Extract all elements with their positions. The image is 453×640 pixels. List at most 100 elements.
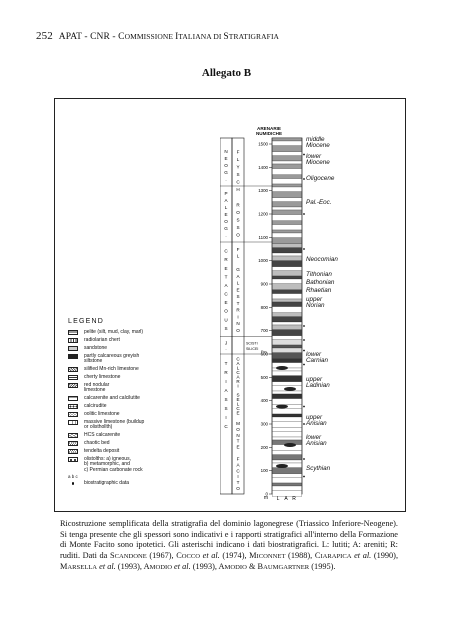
lithology-bed: [272, 421, 302, 428]
lithology-bed: [272, 229, 302, 234]
running-head: 252 APAT - CNR - COMMISSIONE ITALIANA DI…: [36, 30, 279, 42]
ref-miconnet: MICONNET (1988),: [249, 550, 315, 560]
formation-letter: F: [237, 456, 240, 461]
legend-label: cherty limestone: [84, 373, 121, 380]
figure-caption: Ricostruzione semplificata della stratig…: [60, 519, 398, 574]
legend-item: calcirudite: [68, 404, 218, 410]
lithology-bed: [272, 260, 302, 267]
lithology-bed: [272, 186, 302, 192]
formation-letter: A: [236, 274, 240, 279]
formation-tag: Fm: [261, 350, 266, 354]
lithology-bed: [272, 283, 302, 290]
legend-label: tendelta deposit: [84, 448, 120, 455]
grain-size-label: A: [284, 496, 288, 502]
era-letter: E: [224, 266, 227, 271]
biostrat-dot: [303, 458, 305, 460]
depth-tick-label: 500: [261, 375, 269, 380]
lithology-bed: [272, 347, 302, 353]
lithology-bed: [272, 485, 302, 491]
formation-letter: N: [236, 321, 239, 326]
legend-olisto-abc: a b c: [68, 473, 78, 479]
column-header-line-1: ARENARIE: [257, 126, 281, 131]
legend-item: red nodular limestone: [68, 382, 218, 394]
lithology-bed: [272, 450, 302, 455]
legend-item: calcarenite and calcilutite: [68, 396, 218, 402]
age-label: Tithonian: [306, 271, 332, 278]
lithology-bed: [272, 324, 302, 330]
legend-item: olistolths: a) igneous, b) metamorphic, …: [68, 456, 218, 474]
lithology-bed: [272, 427, 302, 432]
formation-letter: T: [237, 301, 240, 306]
era-letter: E: [224, 300, 227, 305]
ref-cocco: COCCO et al. (1974),: [176, 550, 250, 560]
formation-letter: A: [236, 462, 240, 467]
era-letter: R: [224, 370, 228, 375]
lithology-bed: [272, 289, 302, 294]
chert-lens: [276, 404, 288, 409]
ref-scandone: SCANDONE (1967),: [109, 550, 177, 560]
lithology-bed: [272, 339, 302, 346]
formation-letter: C: [236, 180, 240, 185]
formation-letter: S: [236, 393, 239, 398]
lithology-bed: [272, 275, 302, 280]
lithology-bed: [272, 145, 302, 152]
page-number: 252: [36, 30, 53, 42]
legend-swatch-ool: [68, 412, 78, 418]
era-letter: S: [224, 397, 227, 402]
era-letter: T: [225, 361, 228, 366]
chert-lens: [284, 443, 296, 447]
lithology-bed: [272, 270, 302, 277]
era-letter: O: [224, 163, 228, 168]
era-letter: O: [224, 309, 228, 314]
lithology-bed: [272, 454, 302, 461]
biostrat-dot: [303, 423, 305, 425]
formation-letter: I: [237, 474, 238, 479]
formation-letter: L: [237, 254, 240, 259]
ref-amodio-baumgartner: AMODIO & BAUMGARTNER (1995).: [218, 562, 336, 572]
era-letter: .: [225, 233, 226, 238]
depth-tick-label: 700: [261, 328, 269, 333]
formation-letter: I: [237, 384, 238, 389]
lithology-bed: [272, 137, 302, 142]
age-label: Neocomian: [306, 256, 338, 263]
legend-swatch-rud: [68, 404, 78, 410]
commission-rest-3: TRATIGRAFIA: [228, 32, 280, 41]
legend-label: HCS calcarenite: [84, 432, 121, 439]
formation-letter: R: [236, 202, 240, 207]
era-letter: .: [225, 177, 226, 182]
legend-label: massive limestone (buildup or olisthollt…: [84, 418, 145, 431]
legend-label: pelite (silt, mud, clay, marl): [84, 329, 144, 335]
legend-label: biostratigraphic data: [84, 479, 130, 486]
era-letter: S: [224, 326, 227, 331]
lithology-bed: [272, 416, 302, 422]
legend-item: cherty limestone: [68, 373, 218, 381]
lithology-bed: [272, 381, 302, 386]
formation-letter: C: [236, 370, 240, 375]
legend-label: radiolarian chert: [84, 336, 120, 343]
formation-letter: M: [236, 421, 240, 426]
formation-letter: N: [236, 433, 239, 438]
era-letter: L: [225, 205, 228, 210]
lithology-bed: [272, 298, 302, 303]
commission-i: I: [175, 32, 179, 42]
formation-letter: E: [236, 445, 239, 450]
era-letter: N: [224, 149, 227, 154]
lithology-bed: [272, 266, 302, 271]
lithology-bed: [272, 209, 302, 215]
formation-letter: H: [236, 187, 239, 192]
formation-letter: O: [236, 486, 240, 491]
legend-swatch-dot: [68, 480, 78, 486]
lithology-bed: [272, 247, 302, 254]
legend-item: partly calcareous greyish siltstone: [68, 353, 218, 365]
formation-letter: C: [236, 468, 240, 473]
era-letter: T: [225, 274, 228, 279]
lithology-bed: [272, 316, 302, 323]
commission-s: S: [223, 32, 229, 42]
publisher: APAT - CNR -: [58, 32, 119, 42]
lithology-bed: [272, 490, 302, 497]
lithology-bed: [272, 183, 302, 188]
legend-rows: pelite (silt, mud, clay, marl)radiolaria…: [68, 329, 218, 486]
depth-tick-label: 300: [261, 422, 269, 427]
lithology-bed: [272, 467, 302, 474]
legend-item: oolitic limestone: [68, 411, 218, 418]
